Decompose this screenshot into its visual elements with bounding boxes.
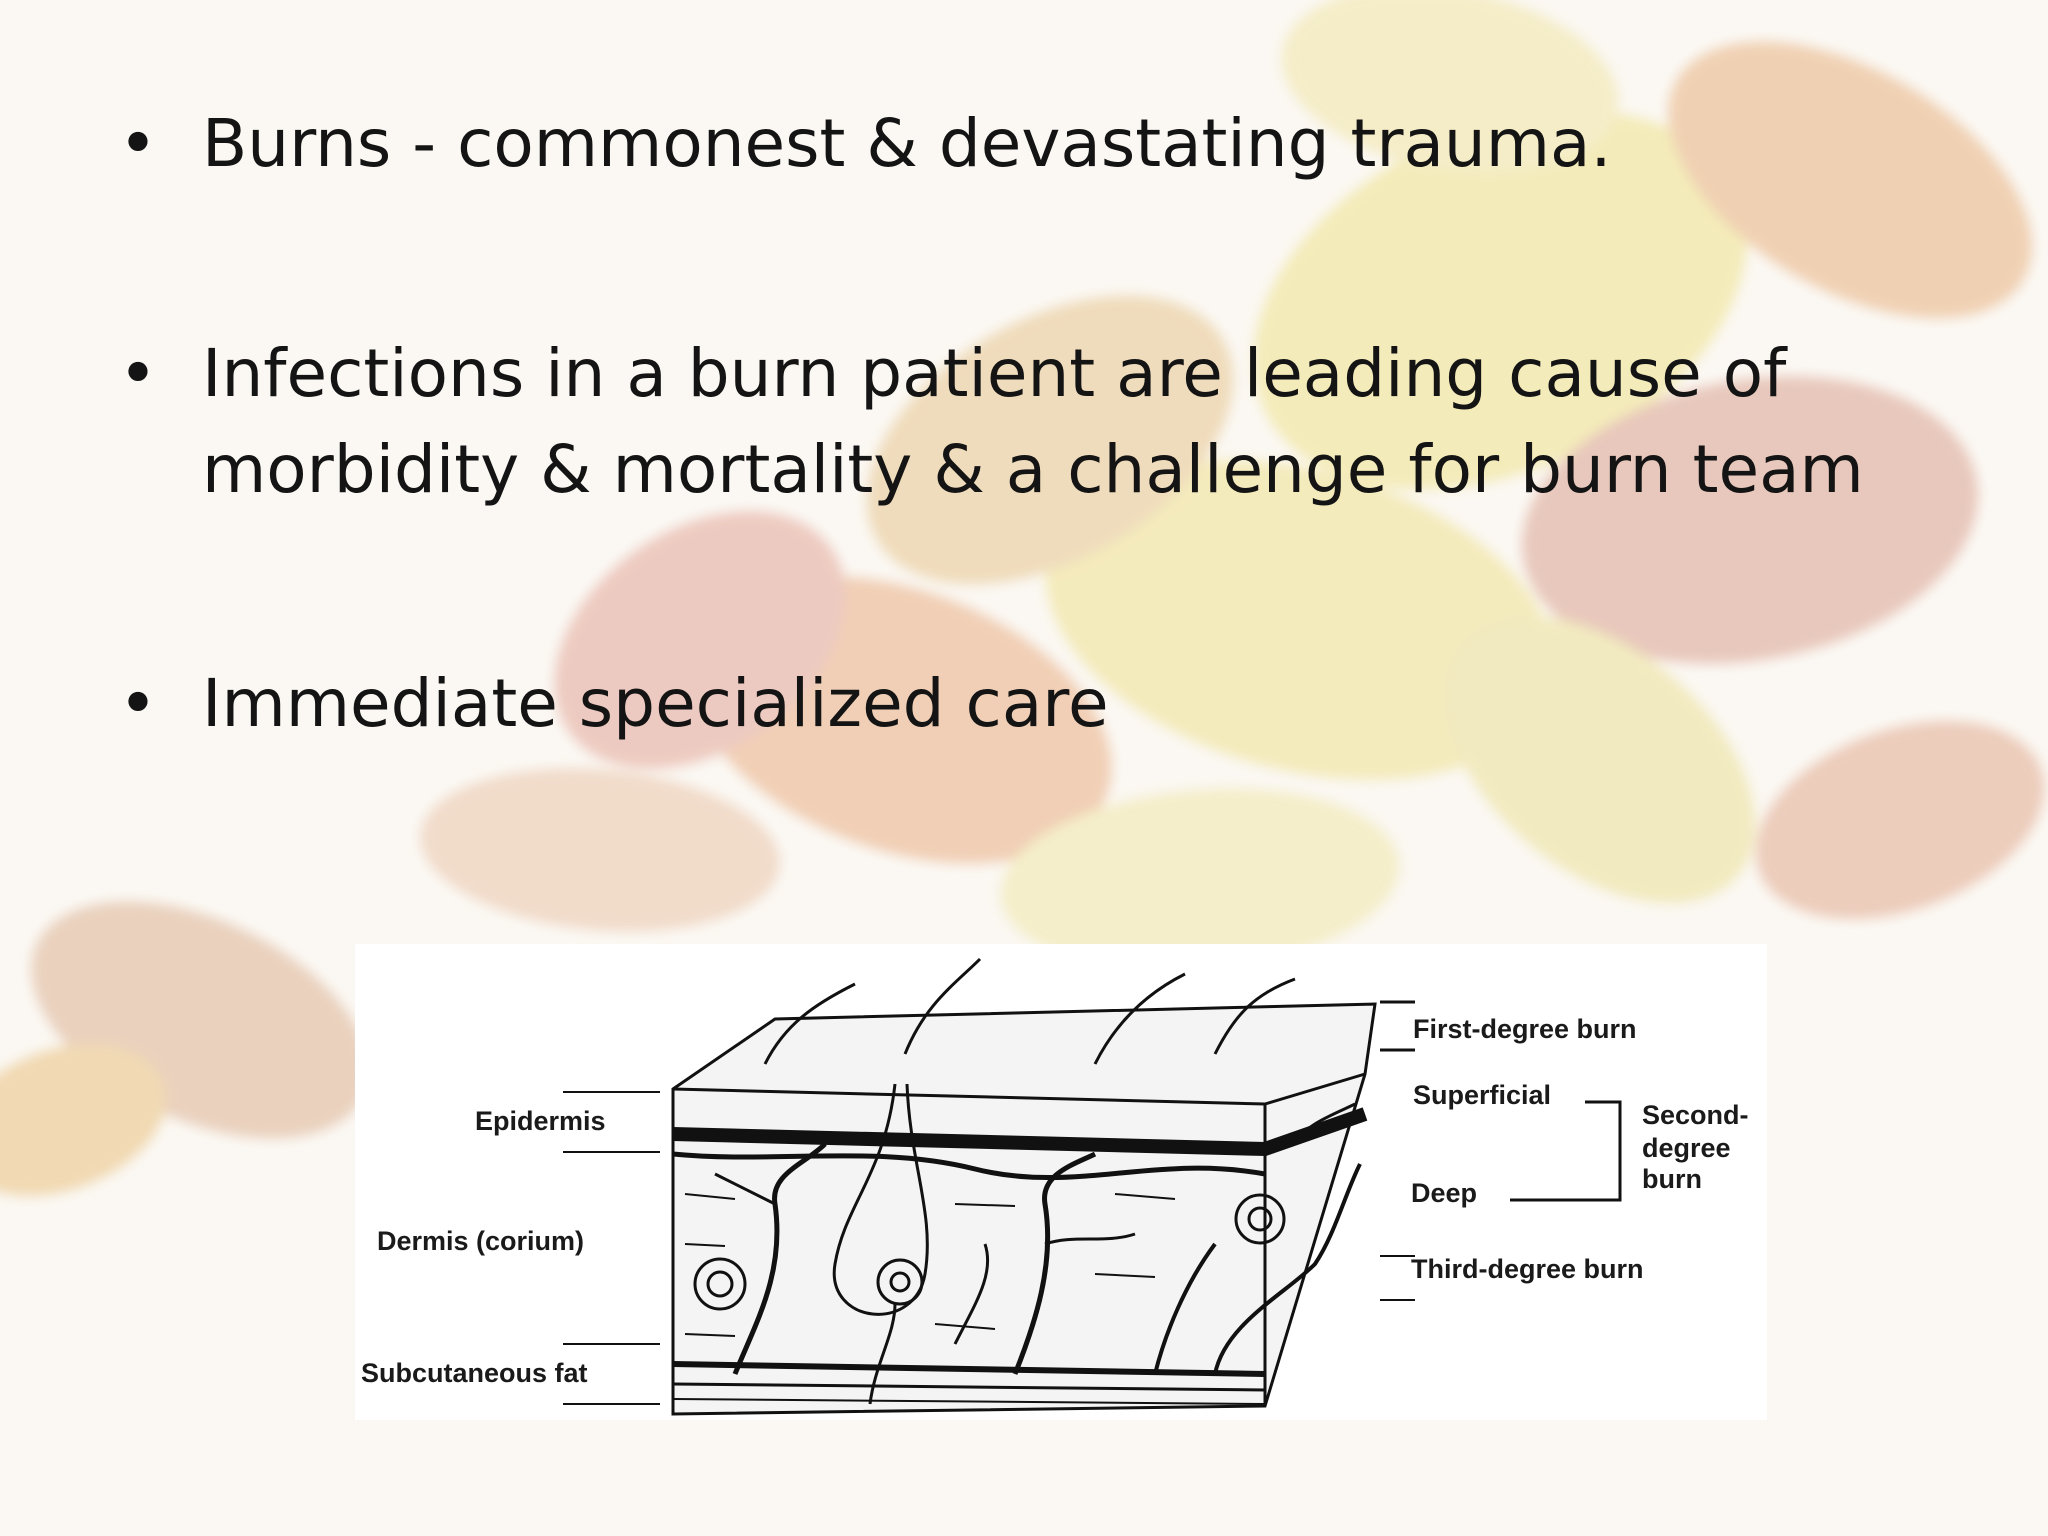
bullet-dot: • [118, 665, 158, 742]
skin-burn-diagram: Epidermis Dermis (corium) Subcutaneous f… [355, 944, 1767, 1420]
label-second-degree-line2: degree [1642, 1133, 1731, 1163]
label-second-degree-line3: burn [1642, 1164, 1702, 1194]
bullet-item: • Burns - commonest & devastating trauma… [118, 96, 1612, 192]
skin-cross-section-illustration [563, 957, 1622, 1416]
label-deep: Deep [1411, 1178, 1478, 1208]
bullet-dot: • [118, 335, 158, 412]
bullet-text: Immediate specialized care [202, 665, 1109, 742]
bullet-item: • Immediate specialized care [118, 656, 1109, 752]
label-dermis: Dermis (corium) [377, 1226, 585, 1256]
bullet-item: • Infections in a burn patient are leadi… [118, 326, 1902, 518]
label-third-degree-burn: Third-degree burn [1411, 1254, 1644, 1284]
label-first-degree-burn: First-degree burn [1413, 1014, 1637, 1044]
bullet-text: Infections in a burn patient are leading… [202, 335, 1864, 508]
bullet-dot: • [118, 105, 158, 182]
label-subcutaneous-fat: Subcutaneous fat [361, 1358, 588, 1388]
bullet-text: Burns - commonest & devastating trauma. [202, 105, 1612, 182]
label-superficial: Superficial [1413, 1080, 1552, 1110]
label-epidermis: Epidermis [475, 1106, 606, 1136]
label-second-degree-line1: Second- [1642, 1100, 1749, 1130]
